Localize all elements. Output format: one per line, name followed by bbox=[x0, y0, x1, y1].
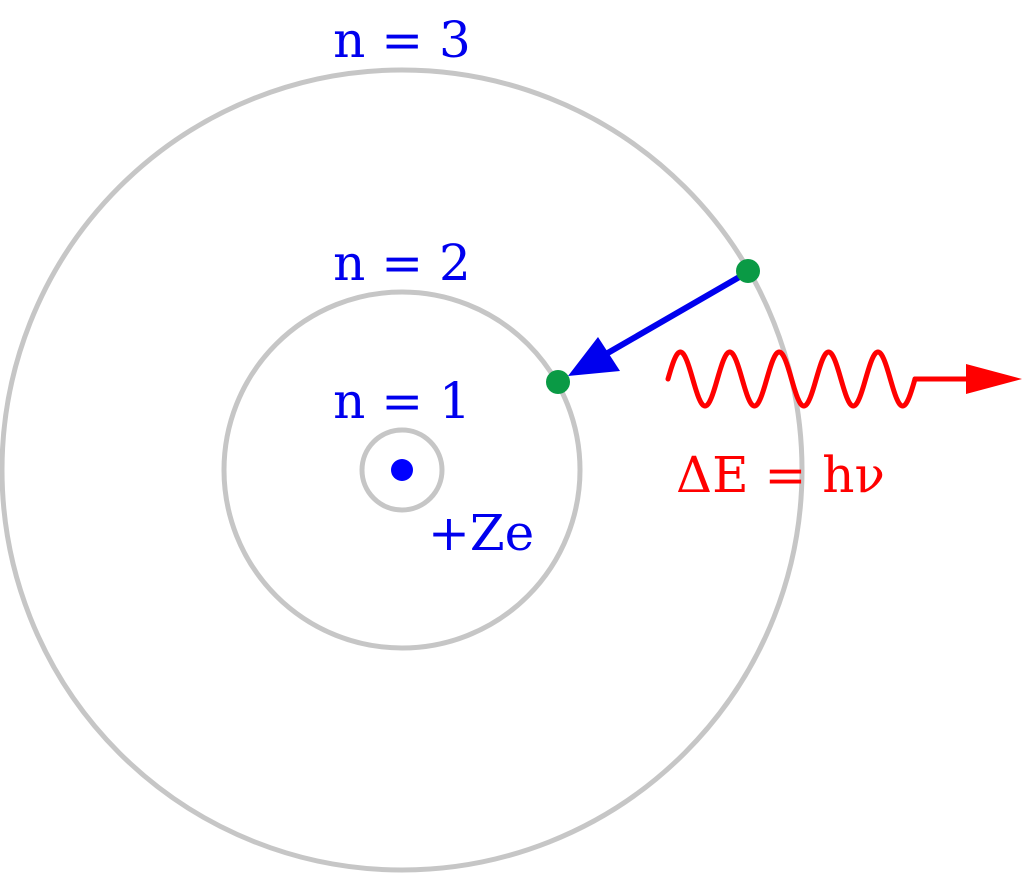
nucleus-dot bbox=[391, 459, 413, 481]
orbit-n2 bbox=[221, 289, 583, 651]
orbit-label-n2: n = 2 bbox=[333, 234, 471, 292]
photon-arrow-head bbox=[966, 364, 1022, 394]
transition-arrow-shaft bbox=[603, 269, 751, 357]
electron-outer bbox=[736, 259, 760, 283]
transition-arrow-head bbox=[568, 337, 620, 376]
nucleus-label: +Ze bbox=[428, 504, 534, 562]
electron-inner bbox=[546, 370, 570, 394]
orbit-n1 bbox=[359, 427, 445, 513]
photon-wave bbox=[665, 349, 918, 409]
orbit-label-n1: n = 1 bbox=[333, 372, 471, 430]
photon-energy-formula: ΔE = hν bbox=[676, 446, 885, 504]
orbit-n3 bbox=[0, 67, 805, 873]
orbit-label-n3: n = 3 bbox=[333, 11, 471, 69]
